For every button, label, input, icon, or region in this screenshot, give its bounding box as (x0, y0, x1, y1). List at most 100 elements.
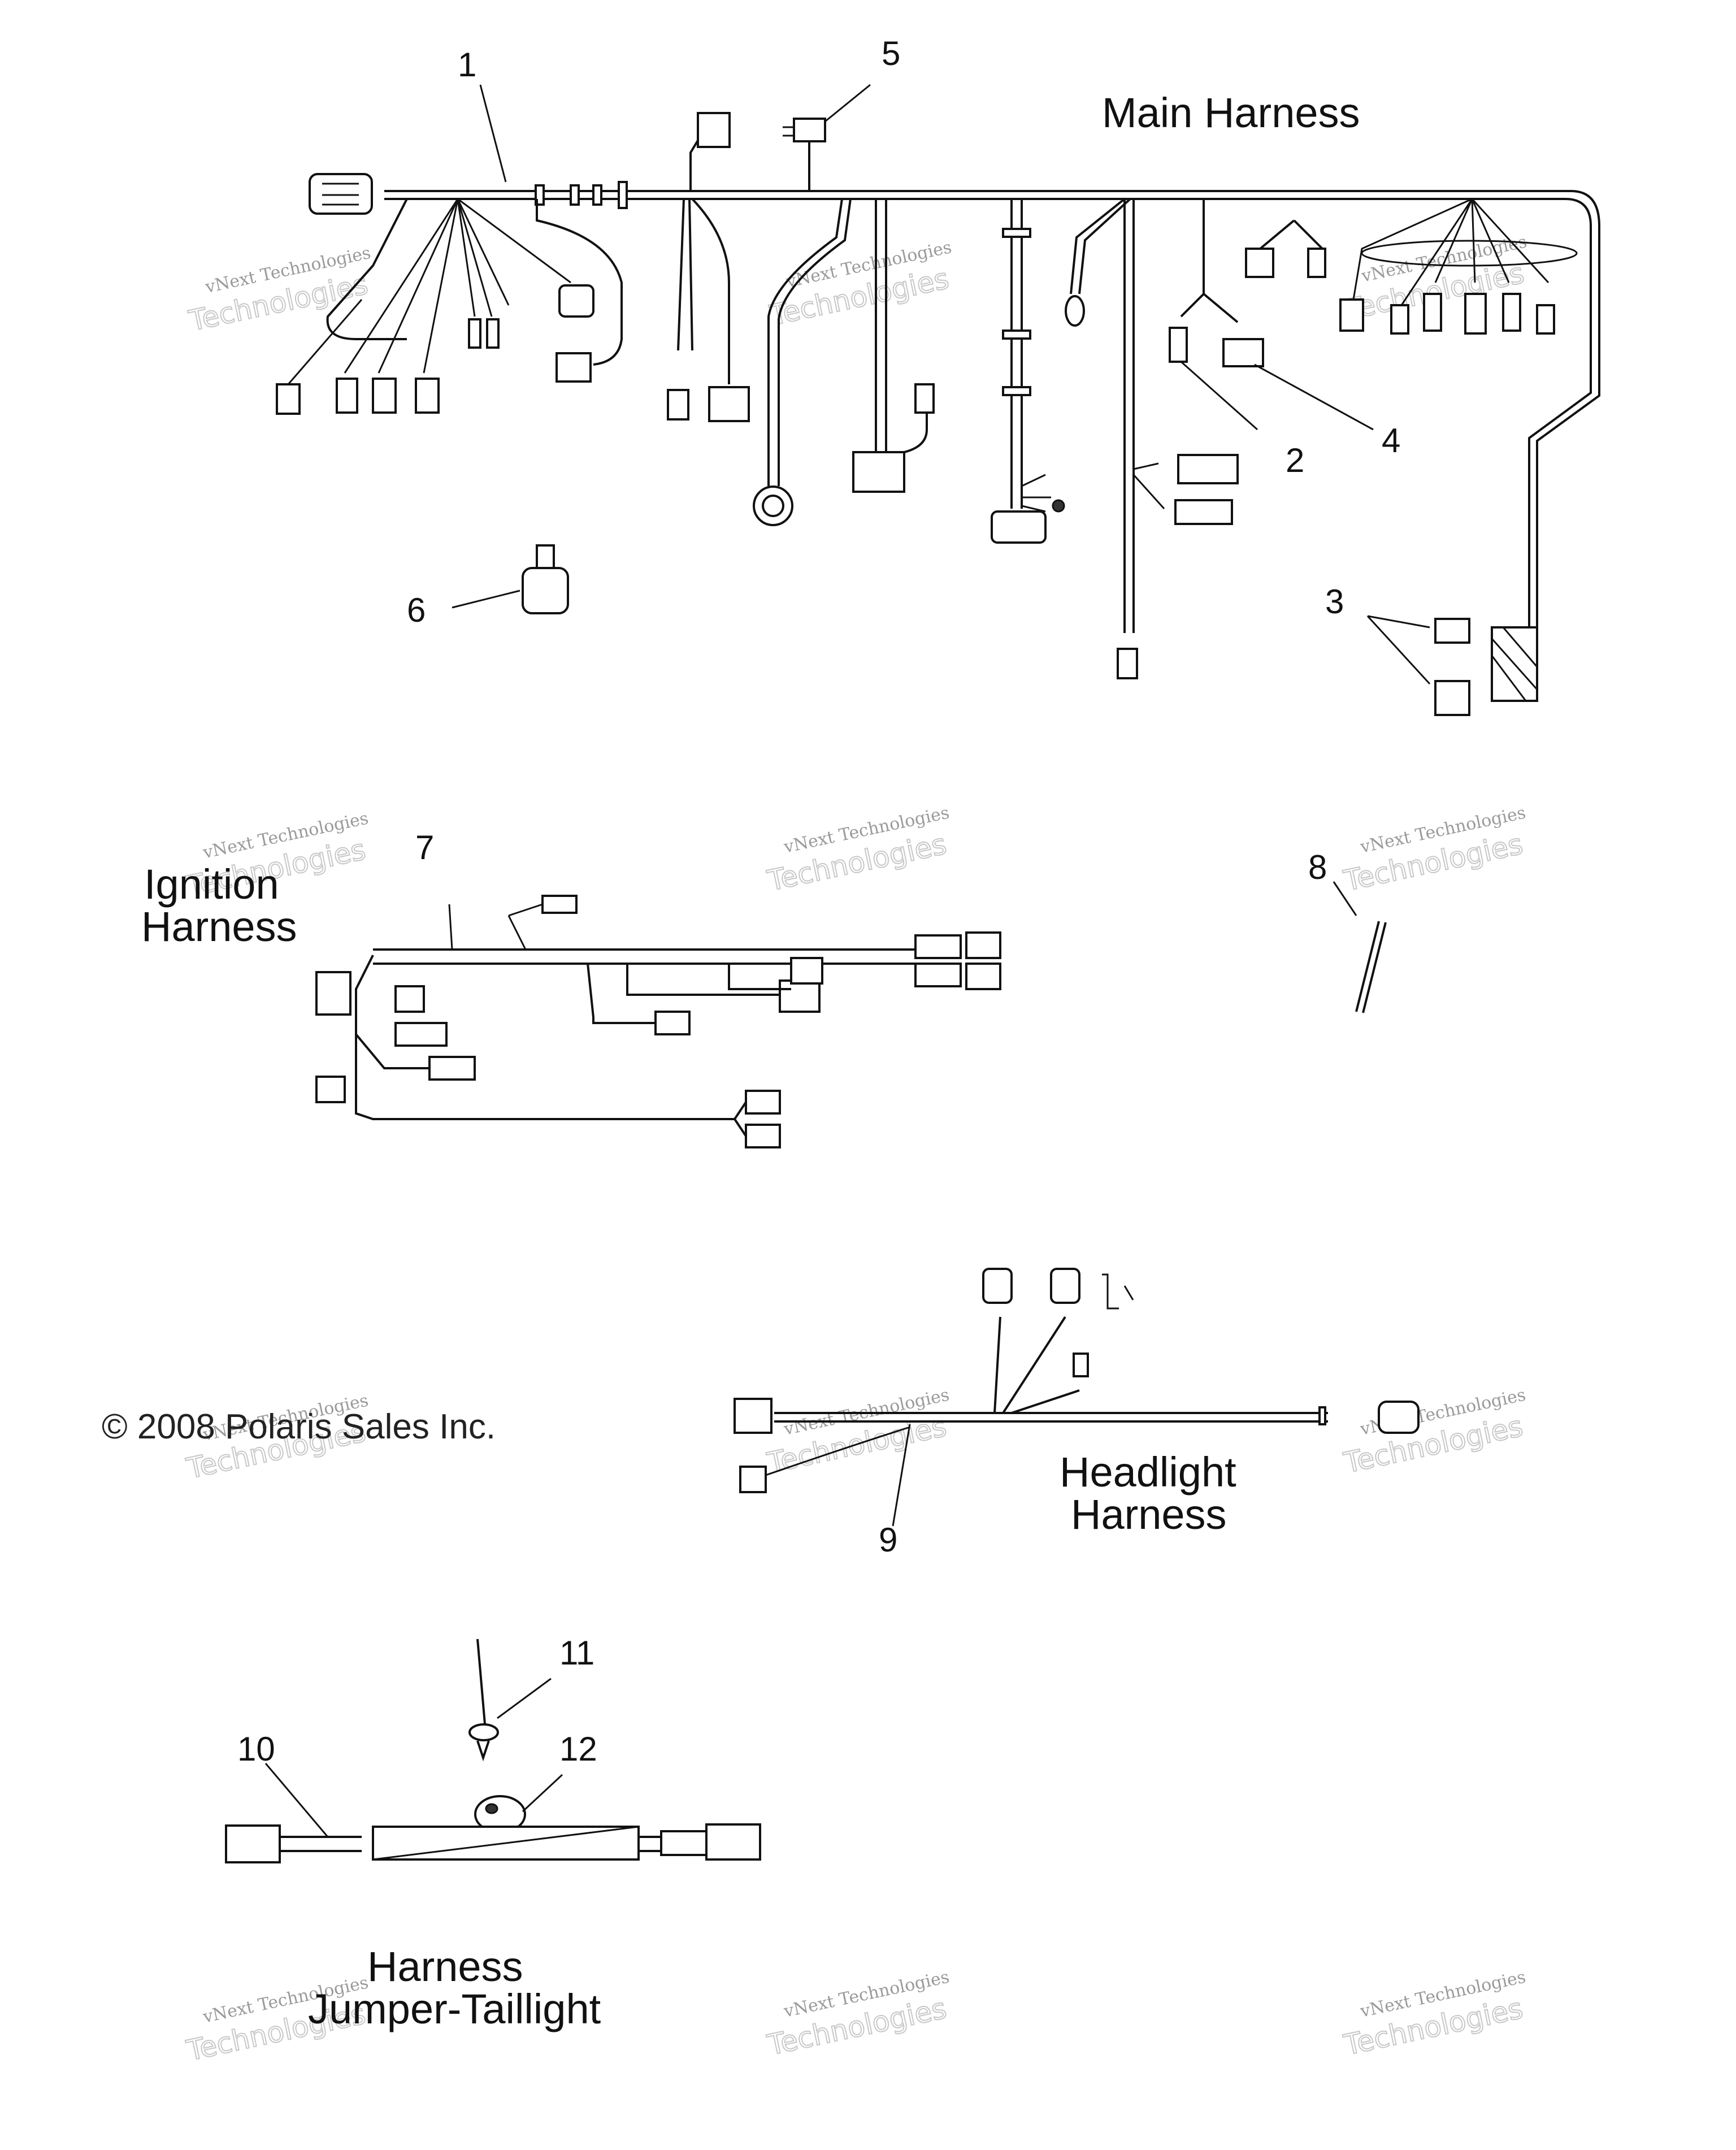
branch-wire (1010, 199, 1023, 509)
harness-band (1002, 330, 1031, 340)
copyright-notice: © 2008 Polaris Sales Inc. (102, 1407, 496, 1446)
branch-connector (745, 1124, 781, 1148)
relay-pins (783, 126, 794, 137)
branch-connector (745, 1090, 781, 1115)
branch-wire (280, 1836, 362, 1852)
relay (793, 118, 826, 142)
leader-line (452, 589, 520, 609)
callout-8: 8 (1308, 848, 1327, 886)
leader-line (264, 1763, 329, 1837)
branch-wire (677, 198, 693, 351)
terminal (914, 383, 935, 414)
leader-line (448, 904, 453, 950)
branch-wire (765, 1426, 910, 1476)
branch-connector (1464, 293, 1487, 335)
branch-connector (315, 971, 351, 1016)
callout-6: 6 (407, 591, 426, 629)
round-connector (762, 495, 784, 517)
bundle-tie (1361, 240, 1578, 267)
harness-band (1318, 1406, 1326, 1425)
branch-connector (428, 1056, 476, 1081)
branch-wire (1259, 219, 1323, 250)
branch-wire (1123, 199, 1135, 633)
bulb-socket (982, 1268, 1013, 1304)
leader-line (1366, 615, 1431, 685)
callout-1: 1 (458, 46, 476, 84)
branch-connector (394, 985, 425, 1013)
branch-wire (875, 199, 887, 452)
terminal-connector (1117, 648, 1138, 679)
part-6-terminal (536, 544, 555, 569)
part-12-hole (485, 1803, 498, 1814)
branch-wire (691, 198, 730, 384)
leader-line (522, 1774, 563, 1813)
branch-connector (415, 378, 440, 414)
branch-connector (1390, 304, 1409, 335)
headlight-connector (1378, 1401, 1420, 1434)
module (852, 451, 905, 493)
branch-wire (728, 964, 791, 990)
branch-connector (739, 1466, 767, 1493)
leader-line (479, 84, 507, 183)
branch-wire (993, 1316, 1080, 1414)
part-11-head (468, 1723, 499, 1741)
branch-wire (536, 199, 623, 366)
main-trunk-wire (384, 198, 1592, 627)
leader-line (1254, 363, 1374, 431)
harness-band (1002, 386, 1031, 396)
headlight-trunk (774, 1412, 1328, 1423)
harness-band (1002, 228, 1031, 238)
harness-band (618, 181, 628, 209)
branch-wire (1021, 474, 1051, 513)
branch-connector (541, 895, 578, 914)
taillight-connector (225, 1824, 281, 1863)
branch-wire (355, 955, 650, 1120)
callout-11: 11 (559, 1634, 594, 1672)
branch-connector (991, 510, 1047, 544)
leader-line (1181, 361, 1258, 431)
branch-connector (1434, 618, 1470, 644)
callout-7: 7 (415, 829, 434, 866)
branch-connector (965, 931, 1001, 959)
fuse (1169, 327, 1188, 363)
branch-wire (639, 1836, 661, 1852)
ignition-harness-title-line1: Ignition (144, 861, 279, 908)
branch-wire (1070, 198, 1131, 294)
harness-band (592, 184, 602, 206)
headlight-harness-title-line1: Headlight (1060, 1449, 1236, 1496)
callout-12: 12 (559, 1730, 597, 1768)
branch-connector (1174, 499, 1233, 525)
taillight-connector (660, 1830, 708, 1856)
fan-wires (344, 198, 571, 374)
branch-connector (555, 352, 592, 383)
branch-connector (667, 389, 689, 421)
branch-connector (394, 1022, 448, 1047)
branch-wire (904, 407, 928, 453)
leader-line (824, 84, 871, 123)
branch-wire (626, 964, 780, 996)
branch-connector (1245, 248, 1274, 278)
part-8-strap (1362, 922, 1387, 1013)
branch-connector (1307, 248, 1326, 278)
branch-connector (1339, 298, 1364, 332)
leader-line (1333, 881, 1357, 916)
ignition-harness-title-line2: Harness (141, 903, 297, 950)
clip (1102, 1273, 1134, 1310)
leader-line (497, 1677, 552, 1719)
callout-10: 10 (237, 1730, 275, 1768)
ground-terminal (1052, 499, 1065, 513)
part-8-strap (1355, 921, 1380, 1012)
branch-connector (558, 284, 594, 318)
terminal (468, 318, 481, 349)
branch-wire (507, 903, 543, 950)
callout-5: 5 (882, 34, 900, 72)
branch-connector (697, 112, 731, 148)
terminal (1073, 1353, 1089, 1377)
branch-connector (276, 383, 301, 415)
jumper-sleeve-line (372, 1826, 639, 1861)
terminal (486, 318, 500, 349)
headlight-harness: © 2008 Polaris Sales Inc. 9 Headlight Ha… (102, 1268, 1420, 1559)
harness-band (570, 184, 580, 206)
